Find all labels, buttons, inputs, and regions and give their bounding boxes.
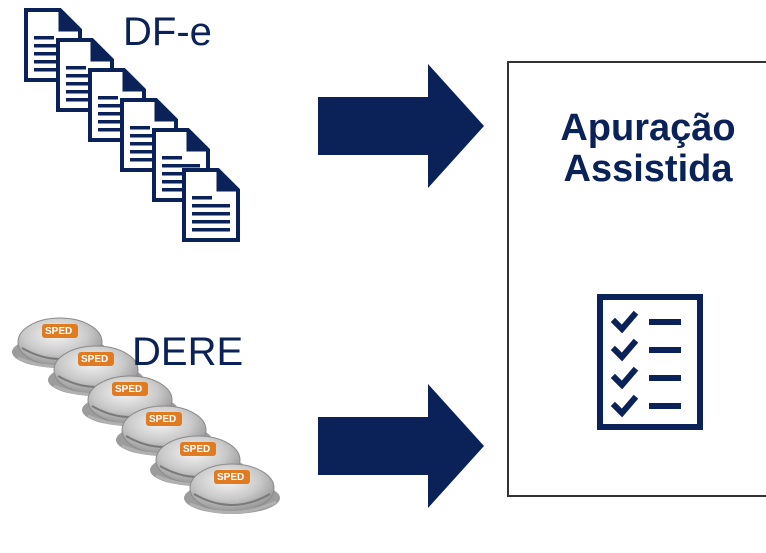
- sped-badge: SPED: [149, 414, 177, 425]
- sped-badge: SPED: [115, 384, 143, 395]
- arrow-right-icon: [318, 384, 484, 508]
- dfe-label: DF-e: [123, 10, 212, 54]
- sped-badge: SPED: [183, 444, 211, 455]
- sped-badge: SPED: [45, 326, 73, 337]
- output-title-line1: Apuração: [560, 107, 736, 149]
- checklist-icon: [597, 294, 703, 430]
- sped-badge: SPED: [217, 472, 245, 483]
- arrow-right-icon: [318, 64, 484, 188]
- dere-label: DERE: [132, 330, 244, 374]
- output-title-line2: Assistida: [563, 147, 733, 190]
- sped-badge: SPED: [81, 354, 109, 365]
- output-title: Apuração Assistida: [508, 108, 766, 189]
